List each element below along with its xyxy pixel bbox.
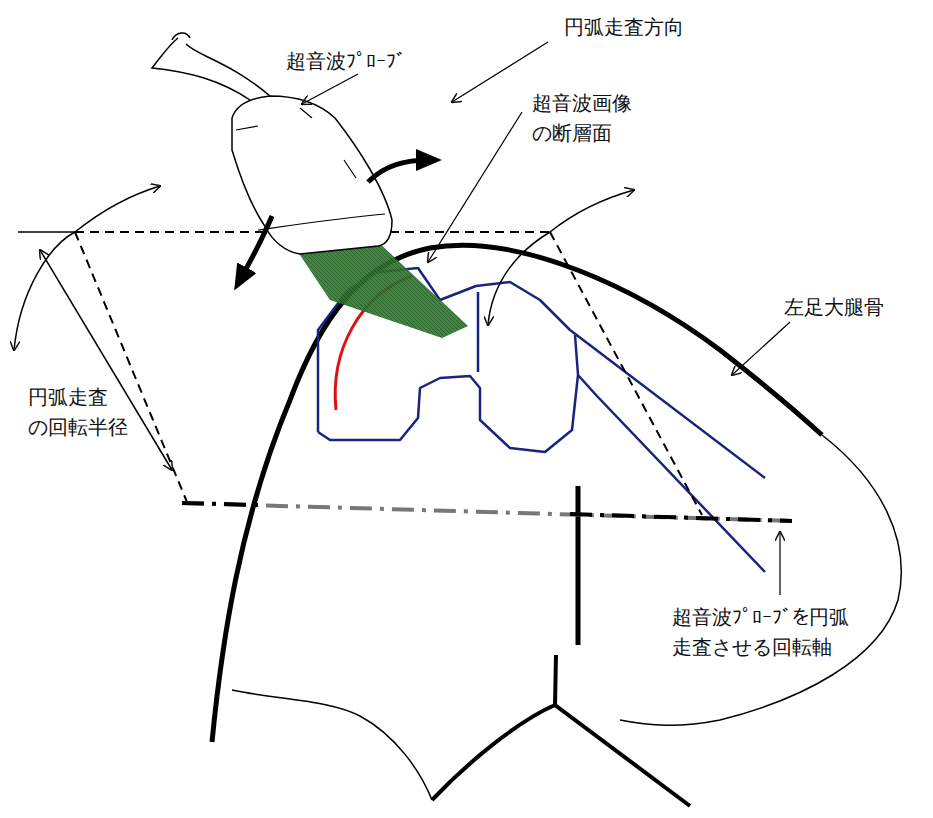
callout-label: 超音波ﾌﾟﾛｰﾌﾞを円弧 走査させる回転軸 bbox=[672, 602, 862, 662]
body-outline bbox=[212, 245, 822, 742]
callout-label: 円弧走査方向 bbox=[564, 12, 704, 42]
callout-label: 超音波画像 の断層面 bbox=[532, 88, 640, 148]
dimension-label: 円弧走査 の回転半径 bbox=[28, 382, 131, 442]
callout-label: 超音波ﾌﾟﾛｰﾌﾞ bbox=[286, 46, 416, 76]
scan-plane bbox=[298, 242, 468, 338]
part-label: 左足大腿骨 bbox=[784, 292, 914, 322]
thigh-outline bbox=[620, 435, 901, 725]
rotation-axis bbox=[182, 503, 792, 521]
